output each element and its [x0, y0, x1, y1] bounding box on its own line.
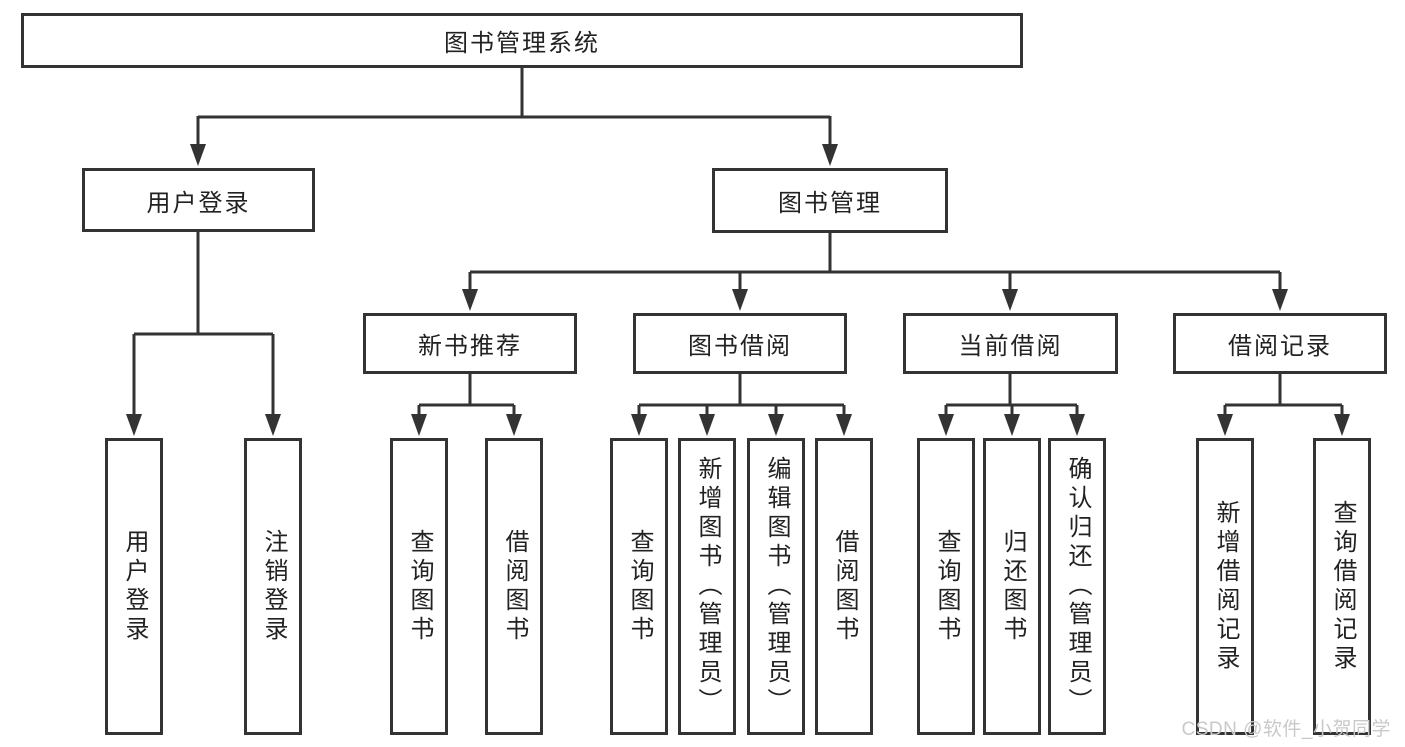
node-label: 图书管理 [778, 190, 882, 217]
node-label: 用户登录 [146, 189, 251, 217]
node-book-borrowing: 图书借阅 [633, 313, 847, 374]
connector-bookmgmt-to-level2 [462, 231, 1288, 311]
node-borrowing-records: 借阅记录 [1173, 313, 1387, 374]
node-new-book-recommendation: 新书推荐 [363, 313, 577, 374]
connector-newbook-to-leaves [411, 372, 522, 436]
leaf-label: 查询图书 [626, 528, 653, 645]
connector-root-to-level1 [190, 66, 838, 166]
leaf-label: 查询图书 [933, 528, 960, 645]
node-label: 图书管理系统 [444, 30, 600, 57]
connector-records-to-leaves [1217, 372, 1350, 436]
leaf-add-borrow-record: 新增借阅记录 [1196, 438, 1254, 735]
node-label: 新书推荐 [418, 333, 522, 360]
leaf-label: 借阅图书 [831, 528, 858, 645]
node-book-management: 图书管理 [712, 168, 948, 233]
node-label: 当前借阅 [958, 333, 1063, 360]
leaf-user-login: 用户登录 [105, 438, 163, 735]
csdn-watermark: CSDN @软件_小贺同学 [1181, 719, 1391, 740]
leaf-label: 新增借阅记录 [1212, 499, 1239, 674]
node-label: 图书借阅 [688, 333, 792, 360]
leaf-add-books-admin: 新增图书（管理员） [678, 438, 736, 735]
leaf-borrow-books: 借阅图书 [815, 438, 873, 735]
leaf-logout: 注销登录 [244, 438, 302, 735]
leaf-label: 归还图书 [999, 528, 1026, 645]
connector-currentborrow-to-leaves [938, 372, 1085, 436]
leaf-borrow-books: 借阅图书 [485, 438, 543, 735]
leaf-confirm-return-admin: 确认归还（管理员） [1048, 438, 1106, 735]
leaf-label: 用户登录 [121, 528, 148, 645]
connector-bookborrow-to-leaves [631, 372, 852, 436]
leaf-query-books: 查询图书 [917, 438, 975, 735]
node-user-login: 用户登录 [82, 168, 315, 232]
leaf-label: 注销登录 [260, 528, 287, 645]
leaf-return-books: 归还图书 [983, 438, 1041, 735]
leaf-label: 新增图书（管理员） [694, 456, 721, 717]
leaf-label: 确认归还（管理员） [1064, 456, 1091, 717]
leaf-query-borrow-record: 查询借阅记录 [1313, 438, 1371, 735]
connector-userlogin-to-leaves [126, 230, 281, 436]
leaf-label: 查询图书 [406, 528, 433, 645]
node-library-system: 图书管理系统 [21, 13, 1023, 68]
leaf-label: 查询借阅记录 [1329, 499, 1356, 674]
node-current-borrowing: 当前借阅 [903, 313, 1118, 374]
leaf-edit-books-admin: 编辑图书（管理员） [747, 438, 805, 735]
node-label: 借阅记录 [1228, 333, 1332, 360]
leaf-query-books: 查询图书 [610, 438, 668, 735]
leaf-label: 编辑图书（管理员） [763, 456, 790, 717]
leaf-query-books: 查询图书 [390, 438, 448, 735]
leaf-label: 借阅图书 [501, 528, 528, 645]
